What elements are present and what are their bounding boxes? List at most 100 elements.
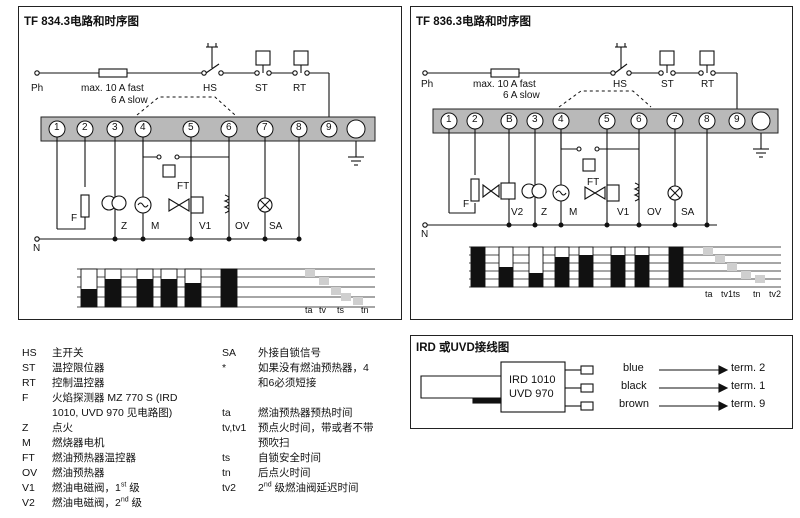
tf834-component-m: M	[151, 221, 160, 232]
legend-sup: st	[120, 481, 127, 489]
legend-key: tv,tv1	[222, 422, 247, 434]
terminal-label-2: 2	[82, 122, 88, 133]
legend-text: 火焰探测器 MZ 770 S (IRD	[52, 391, 177, 406]
tf836-ft-label: FT	[587, 177, 600, 188]
legend-text-main: 1010, UVD 970 见电路图)	[52, 407, 173, 419]
legend-text: 自锁安全时间	[258, 451, 321, 466]
tf836-timing-bar	[471, 247, 485, 287]
legend-text-main: 燃烧器电机	[52, 437, 105, 449]
tf834-timing-bar	[105, 279, 121, 307]
legend-key: RT	[22, 377, 36, 389]
tf834-timing-bar	[161, 279, 177, 307]
legend-key: HS	[22, 347, 37, 359]
tf836-component-f: F	[463, 199, 470, 210]
tf834-timing-bar	[221, 269, 237, 307]
legend-text: 2nd 级燃油阀延迟时间	[258, 481, 359, 496]
legend-text-main: 火焰探测器 MZ 770 S (IRD	[52, 392, 178, 404]
tf836-n-label: N	[421, 229, 429, 240]
tf836-component-v2: V2	[511, 207, 524, 218]
ird-device-line1: IRD 1010	[509, 374, 556, 386]
tf836-timing-bar	[669, 247, 683, 287]
tf834-title: TF 834.3电路和时序图	[24, 16, 140, 28]
legend-text-main: 主开关	[52, 347, 84, 359]
tf834-timing-ta: ta	[305, 305, 313, 315]
terminal-label-7: 7	[262, 122, 268, 133]
terminal-9	[320, 120, 338, 138]
tf834-component-ov: OV	[235, 221, 250, 232]
legend-key: F	[22, 392, 29, 404]
tf836-st-label: ST	[661, 79, 674, 90]
tf834-timing-bar	[185, 283, 201, 307]
tf834-fuse-label-1: max. 10 A fast	[81, 83, 144, 94]
terminal-label-4: 4	[140, 122, 146, 133]
legend-text: 1010, UVD 970 见电路图)	[52, 406, 172, 421]
tf834-diagram-panel: TF 834.3电路和时序图	[18, 6, 402, 320]
tf836-component-sa: SA	[681, 207, 695, 218]
legend-key: SA	[222, 347, 237, 359]
legend-text: 燃油电磁阀，2nd 级	[52, 496, 142, 511]
terminal-label-7: 7	[672, 114, 678, 125]
legend-text: 和6必须短接	[258, 376, 316, 391]
legend-text-main: 预点火时间，带或者不带	[258, 422, 374, 434]
tf834-timing-ts: ts	[337, 305, 345, 315]
terminal-label-3: 3	[532, 114, 538, 125]
legend-text: 控制温控器	[52, 376, 105, 391]
tf836-timing-bar	[635, 255, 649, 287]
legend-text: 预吹扫	[258, 436, 290, 451]
ird-device-line2: UVD 970	[509, 388, 554, 400]
tf836-component-m: M	[569, 207, 578, 218]
legend-text: 外接自锁信号	[258, 346, 321, 361]
terminal-label-8: 8	[296, 122, 302, 133]
legend-text-main: 控制温控器	[52, 377, 105, 389]
tf834-component-z: Z	[121, 221, 128, 232]
tf836-component-z: Z	[541, 207, 548, 218]
terminal-label-9: 9	[326, 122, 332, 133]
tf836-timing-bar	[529, 273, 543, 287]
legend-text: 主开关	[52, 346, 84, 361]
tf834-timing-bar	[81, 289, 97, 307]
tf836-timing-tv1ts: tv1ts	[721, 289, 741, 299]
legend-text-main: 燃油预热器	[52, 467, 105, 479]
legend-text-main: 点火	[52, 422, 73, 434]
legend-text-main: 燃油电磁阀，2	[52, 497, 121, 509]
legend-text: 燃油预热器	[52, 466, 105, 481]
legend-text: 燃油预热器预热时间	[258, 406, 353, 421]
ird-title: IRD 或UVD接线图	[416, 342, 510, 354]
tf836-fuse-label-1: max. 10 A fast	[473, 79, 536, 90]
terminal-label-9: 9	[734, 114, 740, 125]
tf834-n-label: N	[33, 243, 41, 254]
tf836-title: TF 836.3电路和时序图	[416, 16, 532, 28]
legend-suffix: 级	[128, 497, 143, 509]
terminal-label-1: 1	[54, 122, 60, 133]
tf834-timing-tv: tv	[319, 305, 327, 315]
terminal-label-5: 5	[188, 122, 194, 133]
legend-text-main: 燃油预热器预热时间	[258, 407, 353, 419]
legend-text: 后点火时间	[258, 466, 311, 481]
tf836-timing-bar	[579, 255, 593, 287]
tf836-timing-bar	[555, 257, 569, 287]
legend-suffix: 级	[126, 482, 140, 494]
legend-key: tn	[222, 467, 231, 479]
tf834-fuse-label-2: 6 A slow	[111, 95, 148, 106]
legend-key: ts	[222, 452, 231, 464]
legend-key: OV	[22, 467, 38, 479]
tf834-rt-label: RT	[293, 83, 307, 94]
tf834-hs-label: HS	[203, 83, 217, 94]
terminal-label-6: 6	[226, 122, 232, 133]
wire-color-brown: brown	[619, 398, 649, 410]
tf836-circuit-svg	[422, 43, 781, 288]
terminal-label-8: 8	[704, 114, 710, 125]
legend-text-main: 2	[258, 482, 264, 494]
ird-uvd-wiring-panel: IRD 或UVD接线图 IRD 1010 UVD 970 blue black …	[410, 335, 793, 429]
legend-text-main: 燃油电磁阀，1	[52, 482, 121, 494]
legend-text-main: 后点火时间	[258, 467, 311, 479]
tf834-timing-tn: tn	[361, 305, 369, 315]
tf836-timing-tv2: tv2	[769, 289, 782, 299]
terminal-label-1: 1	[446, 114, 452, 125]
terminal-label-2: 2	[472, 114, 478, 125]
tf836-diagram-panel: TF 836.3电路和时序图	[410, 6, 793, 320]
legend-suffix: 级燃油阀延迟时间	[271, 482, 359, 494]
wire-color-blue: blue	[623, 362, 644, 374]
legend-key: V1	[22, 482, 35, 494]
wire-term-2: term. 2	[731, 362, 766, 374]
